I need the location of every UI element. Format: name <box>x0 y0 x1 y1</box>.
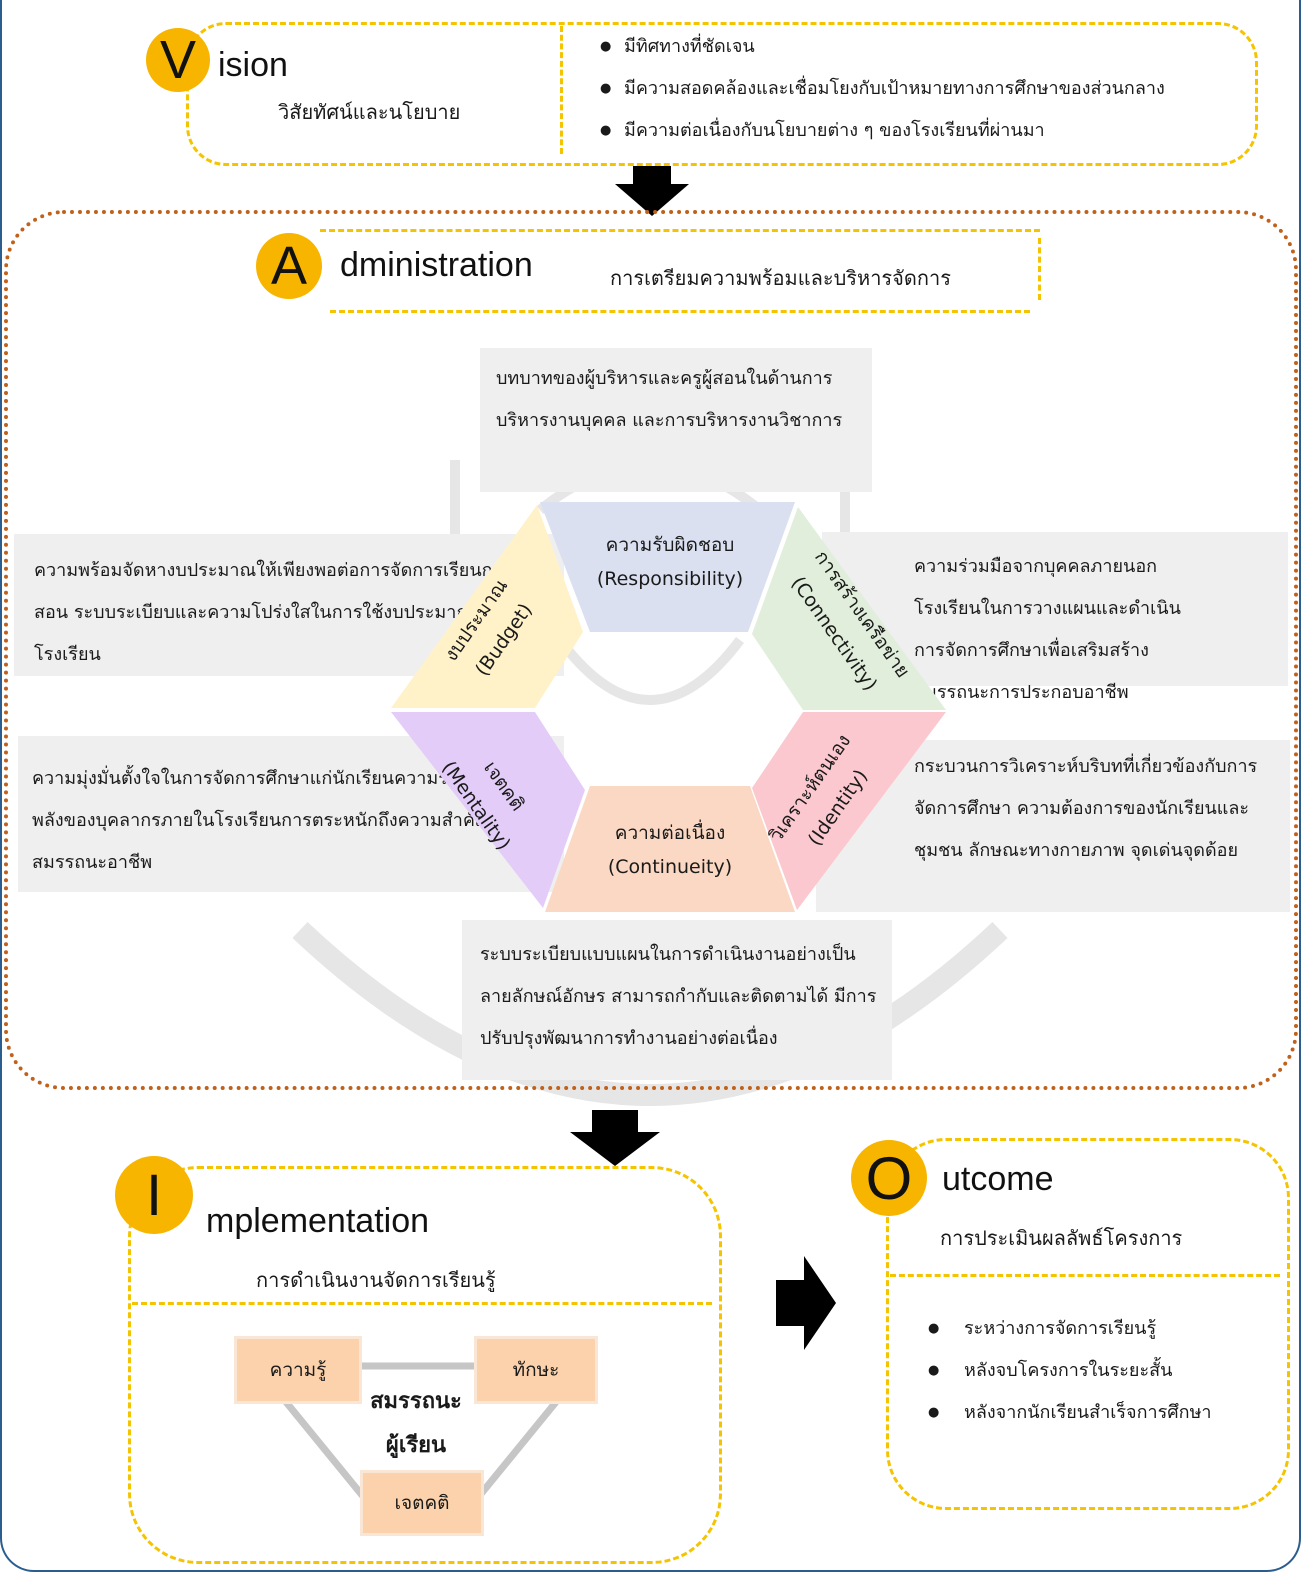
vision-bullet: มีความต่อเนื่องกับนโยบายต่าง ๆ ของโรงเรี… <box>600 110 1165 152</box>
implementation-divider <box>132 1302 712 1305</box>
implementation-frame <box>128 1166 722 1564</box>
administration-frame <box>4 210 1298 1090</box>
segment-continuity-label: ความต่อเนื่อง (Continueity) <box>560 816 780 884</box>
competency-center-line2: ผู้เรียน <box>385 1433 447 1458</box>
knowledge-label: ความรู้ <box>269 1359 327 1381</box>
administration-word: dministration <box>340 246 533 284</box>
implementation-subtitle: การดำเนินงานจัดการเรียนรู้ <box>256 1268 496 1292</box>
segment-responsibility-label: ความรับผิดชอบ (Responsibility) <box>560 528 780 596</box>
segment-connectivity <box>752 507 946 710</box>
segment-responsibility-th: ความรับผิดชอบ <box>605 534 735 556</box>
skill-box: ทักษะ <box>474 1336 598 1404</box>
administration-letter: A <box>270 236 308 296</box>
segment-identity <box>752 712 946 910</box>
outcome-letter-circle: O <box>851 1140 927 1216</box>
administration-title-top-line <box>320 229 1040 232</box>
description-continuity-text: ระบบระเบียบแบบแผนในการดำเนินงานอย่างเป็น… <box>480 944 877 1049</box>
implementation-word: mplementation <box>206 1202 430 1240</box>
knowledge-box: ความรู้ <box>234 1336 362 1404</box>
arrow-down-icon <box>615 166 689 216</box>
competency-center-label: สมรรถนะ ผู้เรียน <box>346 1380 486 1468</box>
segment-continuity <box>545 786 795 912</box>
description-connectivity-text: ความร่วมมือจากบุคคลภายนอกโรงเรียนในการวา… <box>914 556 1181 703</box>
outcome-word: utcome <box>942 1160 1054 1198</box>
vision-divider <box>560 26 563 154</box>
arrow-right-icon <box>776 1256 836 1350</box>
segment-responsibility-en: (Responsibility) <box>596 568 744 590</box>
segment-continuity-en: (Continueity) <box>607 856 733 878</box>
administration-title-bottom-line <box>330 310 1030 313</box>
skill-label: ทักษะ <box>512 1359 560 1381</box>
administration-letter-circle: A <box>256 233 322 299</box>
implementation-letter: I <box>145 1162 163 1228</box>
segment-mentality <box>391 712 585 908</box>
arrow-down-icon <box>570 1110 660 1166</box>
segment-responsibility <box>540 502 795 632</box>
description-top: บทบาทของผู้บริหารและครูผู้สอนในด้านการบร… <box>480 348 872 492</box>
description-identity: กระบวนการวิเคราะห์บริบทที่เกี่ยวข้องกับก… <box>816 740 1290 912</box>
outcome-bullet: หลังจากนักเรียนสำเร็จการศึกษา <box>928 1392 1212 1434</box>
description-continuity: ระบบระเบียบแบบแผนในการดำเนินงานอย่างเป็น… <box>462 920 892 1080</box>
vision-bullet: มีทิศทางที่ชัดเจน <box>600 26 1165 68</box>
outcome-frame <box>886 1138 1290 1510</box>
attitude-box: เจตคติ <box>360 1470 484 1536</box>
description-budget-text: ความพร้อมจัดหางบประมาณให้เพียงพอต่อการจั… <box>34 560 527 665</box>
description-mentality-text: ความมุ่งมั่นตั้งใจในการจัดการศึกษาแก่นัก… <box>32 768 525 873</box>
implementation-letter-circle: I <box>115 1156 193 1234</box>
outcome-bullet: ระหว่างการจัดการเรียนรู้ <box>928 1308 1212 1350</box>
administration-subtitle: การเตรียมความพร้อมและบริหารจัดการ <box>610 266 951 290</box>
segment-budget <box>391 505 583 708</box>
outcome-bullet-list: ระหว่างการจัดการเรียนรู้ หลังจบโครงการใน… <box>928 1308 1212 1434</box>
vision-subtitle: วิสัยทัศน์และนโยบาย <box>278 100 461 124</box>
vision-bullet-list: มีทิศทางที่ชัดเจน มีความสอดคล้องและเชื่อ… <box>600 26 1165 152</box>
vision-letter: V <box>159 30 197 90</box>
vision-letter-circle: V <box>146 28 210 92</box>
outcome-letter: O <box>865 1144 913 1212</box>
competency-center-line1: สมรรถนะ <box>370 1389 462 1414</box>
attitude-label: เจตคติ <box>394 1492 450 1514</box>
vision-bullet: มีความสอดคล้องและเชื่อมโยงกับเป้าหมายทาง… <box>600 68 1165 110</box>
vision-frame <box>186 22 1258 166</box>
outcome-bullet: หลังจบโครงการในระยะสั้น <box>928 1350 1212 1392</box>
segment-continuity-th: ความต่อเนื่อง <box>614 822 726 844</box>
description-identity-text: กระบวนการวิเคราะห์บริบทที่เกี่ยวข้องกับก… <box>914 756 1258 861</box>
outcome-divider <box>890 1274 1280 1277</box>
outcome-subtitle: การประเมินผลลัพธ์โครงการ <box>940 1226 1183 1250</box>
vision-word: ision <box>218 46 288 84</box>
administration-title-right-edge <box>1038 238 1041 300</box>
description-top-text: บทบาทของผู้บริหารและครูผู้สอนในด้านการบร… <box>496 368 843 431</box>
